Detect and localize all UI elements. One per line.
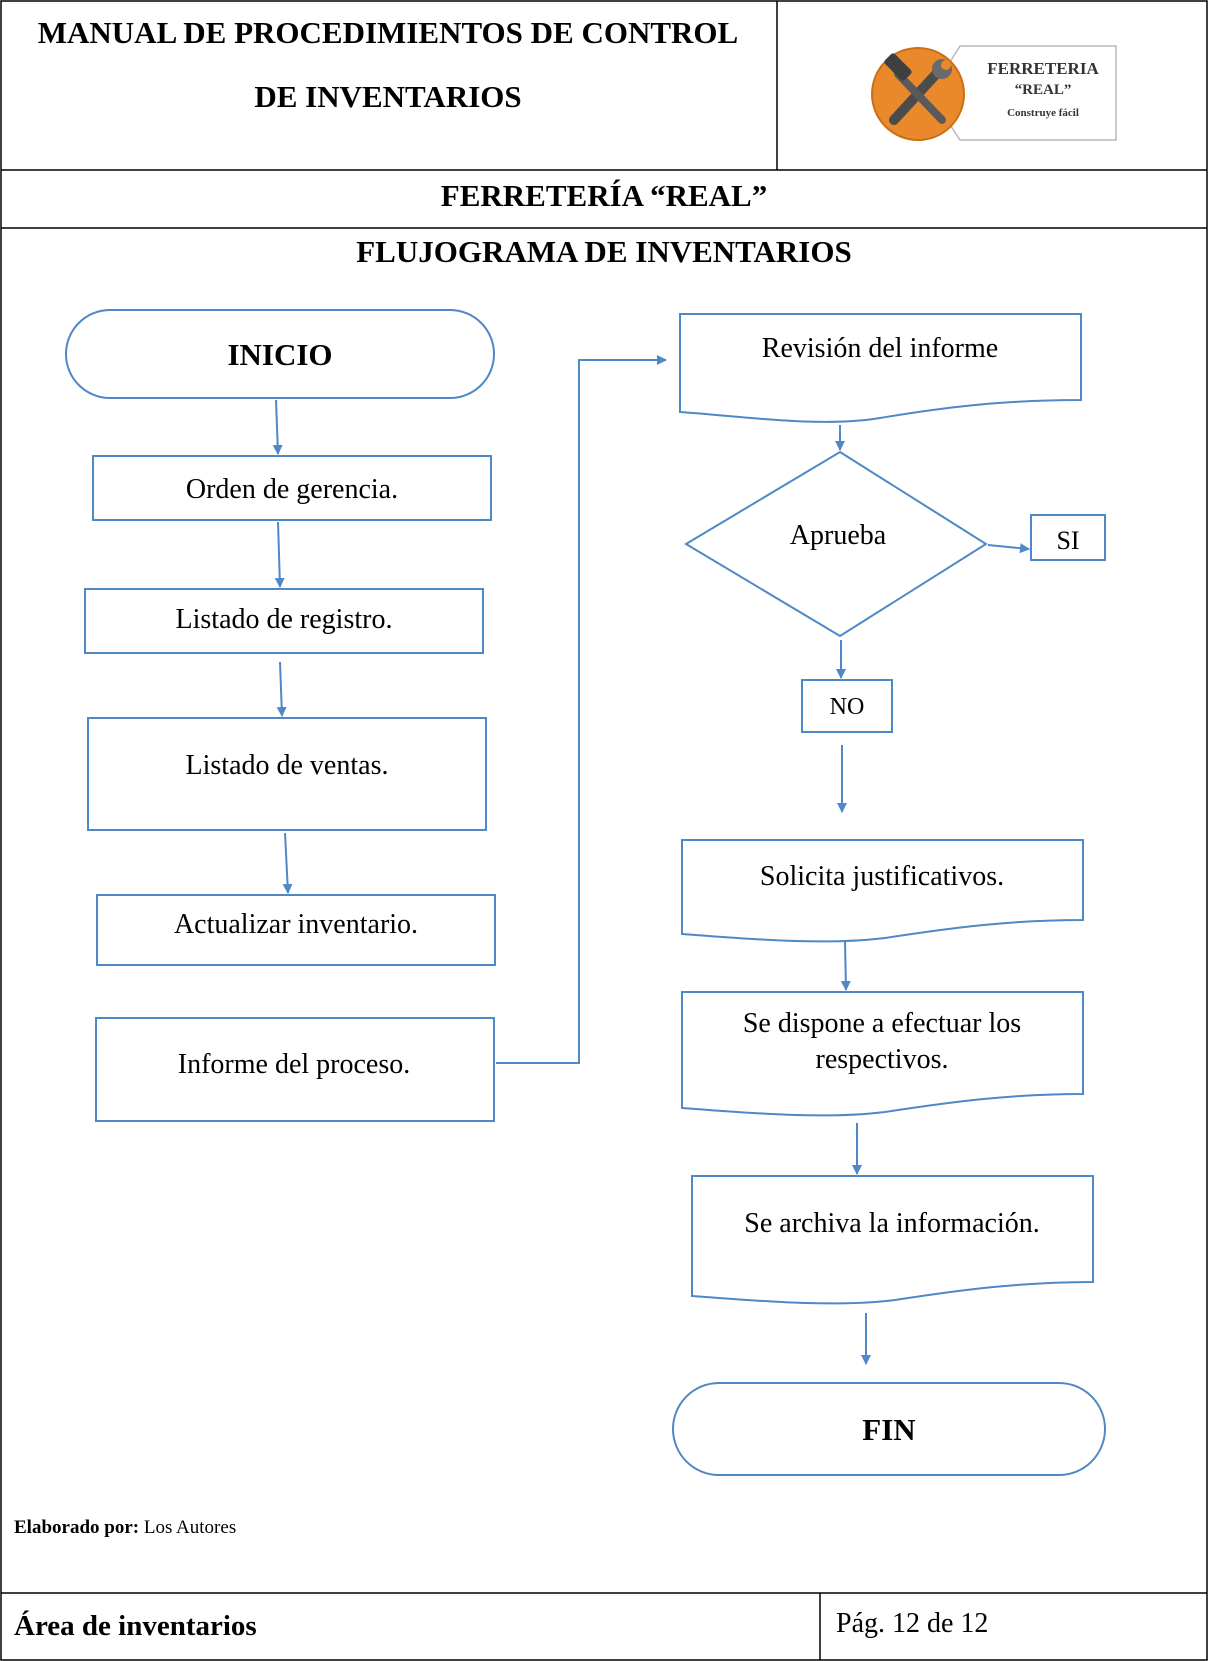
aprueba-decision — [684, 450, 988, 638]
arrow-solicita-dispone — [840, 941, 851, 991]
actualizar-box — [96, 894, 496, 966]
company-logo: FERRETERIA “REAL” Construye fácil — [871, 45, 1117, 141]
section-title: FLUJOGRAMA DE INVENTARIOS — [356, 234, 852, 269]
listado-ventas-box — [87, 717, 487, 831]
manual-title: MANUAL DE PROCEDIMIENTOS DE CONTROL DE I… — [8, 4, 768, 126]
no-label: NO — [830, 694, 865, 720]
logo-line2: “REAL” — [1015, 82, 1072, 98]
author-credit: Elaborado por: Los Autores — [14, 1517, 236, 1539]
area-label: Área de inventarios — [14, 1610, 257, 1642]
actualizar-label: Actualizar inventario. — [174, 909, 418, 940]
archiva-label: Se archiva la información. — [744, 1208, 1039, 1239]
solicita-document — [681, 839, 1084, 943]
logo-line1: FERRETERIA — [987, 59, 1099, 78]
orden-box — [92, 455, 492, 521]
inicio-terminator — [65, 309, 495, 399]
manual-title-line1: MANUAL DE PROCEDIMIENTOS DE CONTROL — [37, 15, 739, 50]
informe-label: Informe del proceso. — [178, 1049, 410, 1080]
listado-ventas-label: Listado de ventas. — [186, 750, 389, 781]
solicita-label: Solicita justificativos. — [760, 861, 1004, 892]
logo-line3: Construye fácil — [1007, 107, 1079, 119]
listado-registro-label: Listado de registro. — [176, 604, 393, 635]
arrow-orden-registro — [274, 521, 285, 588]
no-box — [801, 679, 893, 733]
manual-title-line2: DE INVENTARIOS — [254, 79, 522, 114]
arrow-aprueba-si — [987, 543, 1030, 554]
fin-terminator — [672, 1382, 1106, 1476]
hammer-wrench-icon — [884, 53, 952, 125]
orden-label: Orden de gerencia. — [186, 474, 398, 505]
author-credit-label: Elaborado por: — [14, 1517, 140, 1538]
company-name: FERRETERÍA “REAL” — [440, 178, 768, 213]
arrow-informe-revision — [496, 355, 667, 1064]
arrow-ventas-actualizar — [282, 832, 293, 894]
informe-box — [95, 1017, 495, 1122]
dispone-label-line1: Se dispone a efectuar los — [743, 1008, 1021, 1039]
page-number: Pág. 12 de 12 — [836, 1608, 989, 1639]
si-box — [1030, 514, 1106, 561]
arrow-inicio-orden — [272, 399, 283, 455]
arrow-registro-ventas — [276, 661, 287, 717]
author-credit-value: Los Autores — [143, 1517, 237, 1538]
si-label: SI — [1056, 526, 1079, 555]
fin-label: FIN — [862, 1412, 915, 1447]
revision-label: Revisión del informe — [762, 333, 998, 364]
archiva-document — [691, 1175, 1094, 1305]
revision-document — [679, 313, 1082, 423]
listado-registro-box — [84, 588, 484, 654]
inicio-label: INICIO — [227, 337, 332, 372]
dispone-document — [681, 991, 1084, 1117]
aprueba-label: Aprueba — [790, 520, 887, 551]
dispone-label-line2: respectivos. — [816, 1044, 949, 1075]
